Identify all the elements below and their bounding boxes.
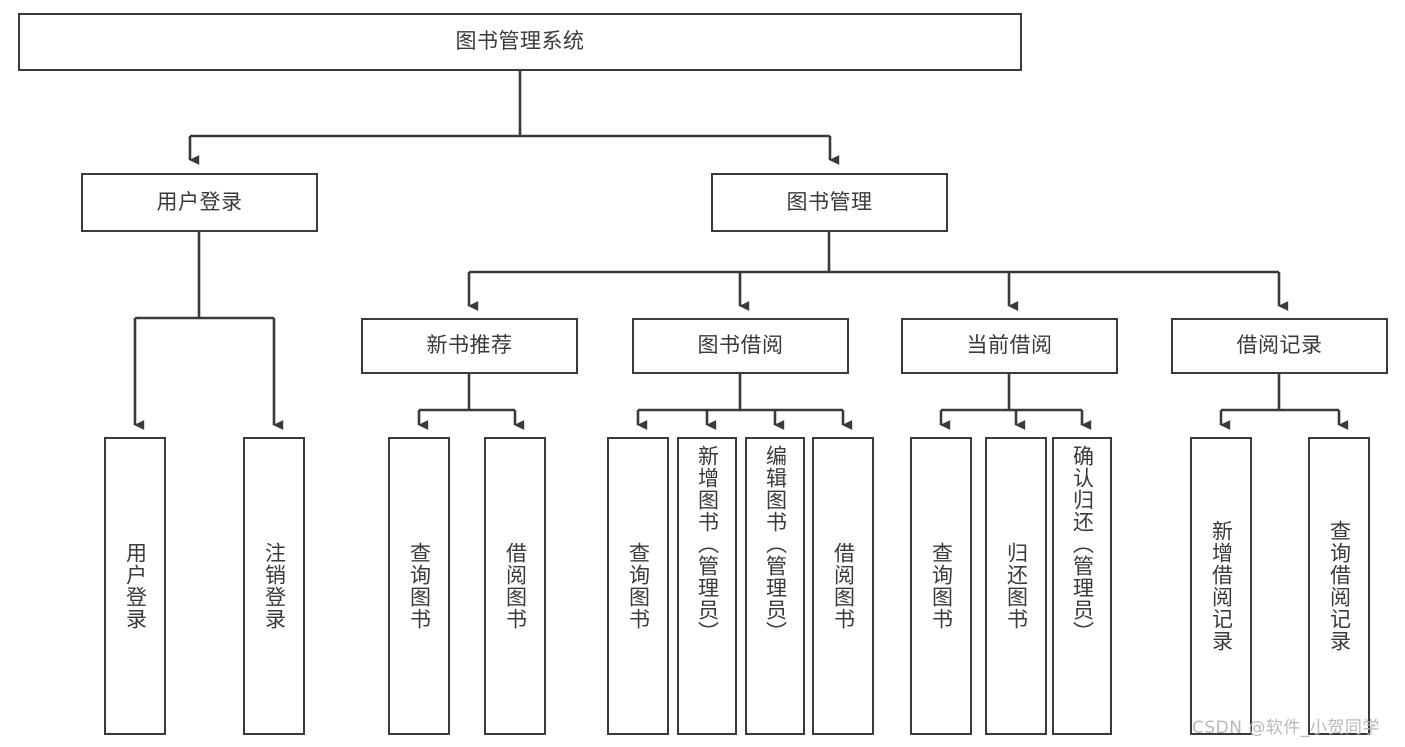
node-root[interactable]: 图书管理系统 bbox=[18, 13, 1022, 71]
node-book-borrow[interactable]: 图书借阅 bbox=[632, 318, 849, 374]
node-leaf-return-book-label: 归还图书 bbox=[1004, 542, 1029, 630]
node-leaf-query-book-1[interactable]: 查询图书 bbox=[388, 437, 450, 735]
csdn-watermark: CSDN @软件_小贺同学 bbox=[1192, 718, 1380, 738]
node-leaf-query-book-3[interactable]: 查询图书 bbox=[910, 437, 972, 735]
node-root-label: 图书管理系统 bbox=[455, 29, 585, 54]
node-leaf-user-login[interactable]: 用户登录 bbox=[104, 437, 166, 735]
node-new-book-rec[interactable]: 新书推荐 bbox=[361, 318, 578, 374]
node-leaf-borrow-book-1-label: 借阅图书 bbox=[503, 542, 528, 630]
node-leaf-query-record[interactable]: 查询借阅记录 bbox=[1308, 437, 1370, 735]
node-book-manage[interactable]: 图书管理 bbox=[711, 173, 948, 232]
node-new-book-rec-label: 新书推荐 bbox=[426, 333, 513, 358]
node-leaf-query-book-2[interactable]: 查询图书 bbox=[607, 437, 669, 735]
node-leaf-user-login-label: 用户登录 bbox=[123, 542, 148, 630]
node-leaf-borrow-book-1[interactable]: 借阅图书 bbox=[484, 437, 546, 735]
node-current-borrow-label: 当前借阅 bbox=[966, 333, 1053, 358]
node-leaf-query-book-3-label: 查询图书 bbox=[929, 542, 954, 630]
node-book-manage-label: 图书管理 bbox=[786, 189, 873, 214]
node-book-borrow-label: 图书借阅 bbox=[697, 333, 784, 358]
node-borrow-record-label: 借阅记录 bbox=[1236, 333, 1323, 358]
node-leaf-edit-book[interactable]: 编辑图书（管理员） bbox=[745, 437, 805, 735]
node-leaf-return-book[interactable]: 归还图书 bbox=[985, 437, 1047, 735]
node-leaf-confirm-return[interactable]: 确认归还（管理员） bbox=[1052, 437, 1112, 735]
node-leaf-add-record[interactable]: 新增借阅记录 bbox=[1190, 437, 1252, 735]
node-leaf-add-book[interactable]: 新增图书（管理员） bbox=[677, 437, 737, 735]
node-leaf-confirm-return-label: 确认归还（管理员） bbox=[1070, 445, 1095, 643]
node-leaf-add-record-label: 新增借阅记录 bbox=[1209, 520, 1234, 652]
node-borrow-record[interactable]: 借阅记录 bbox=[1171, 318, 1388, 374]
node-leaf-add-book-label: 新增图书（管理员） bbox=[695, 445, 720, 643]
node-leaf-user-logout[interactable]: 注销登录 bbox=[243, 437, 305, 735]
node-leaf-query-book-1-label: 查询图书 bbox=[407, 542, 432, 630]
node-leaf-borrow-book-2[interactable]: 借阅图书 bbox=[812, 437, 874, 735]
node-leaf-user-logout-label: 注销登录 bbox=[262, 542, 287, 630]
node-user-login[interactable]: 用户登录 bbox=[81, 173, 318, 232]
node-user-login-label: 用户登录 bbox=[156, 189, 243, 214]
node-leaf-query-record-label: 查询借阅记录 bbox=[1327, 520, 1352, 652]
node-leaf-query-book-2-label: 查询图书 bbox=[626, 542, 651, 630]
node-current-borrow[interactable]: 当前借阅 bbox=[901, 318, 1118, 374]
node-leaf-edit-book-label: 编辑图书（管理员） bbox=[763, 445, 788, 643]
node-leaf-borrow-book-2-label: 借阅图书 bbox=[831, 542, 856, 630]
